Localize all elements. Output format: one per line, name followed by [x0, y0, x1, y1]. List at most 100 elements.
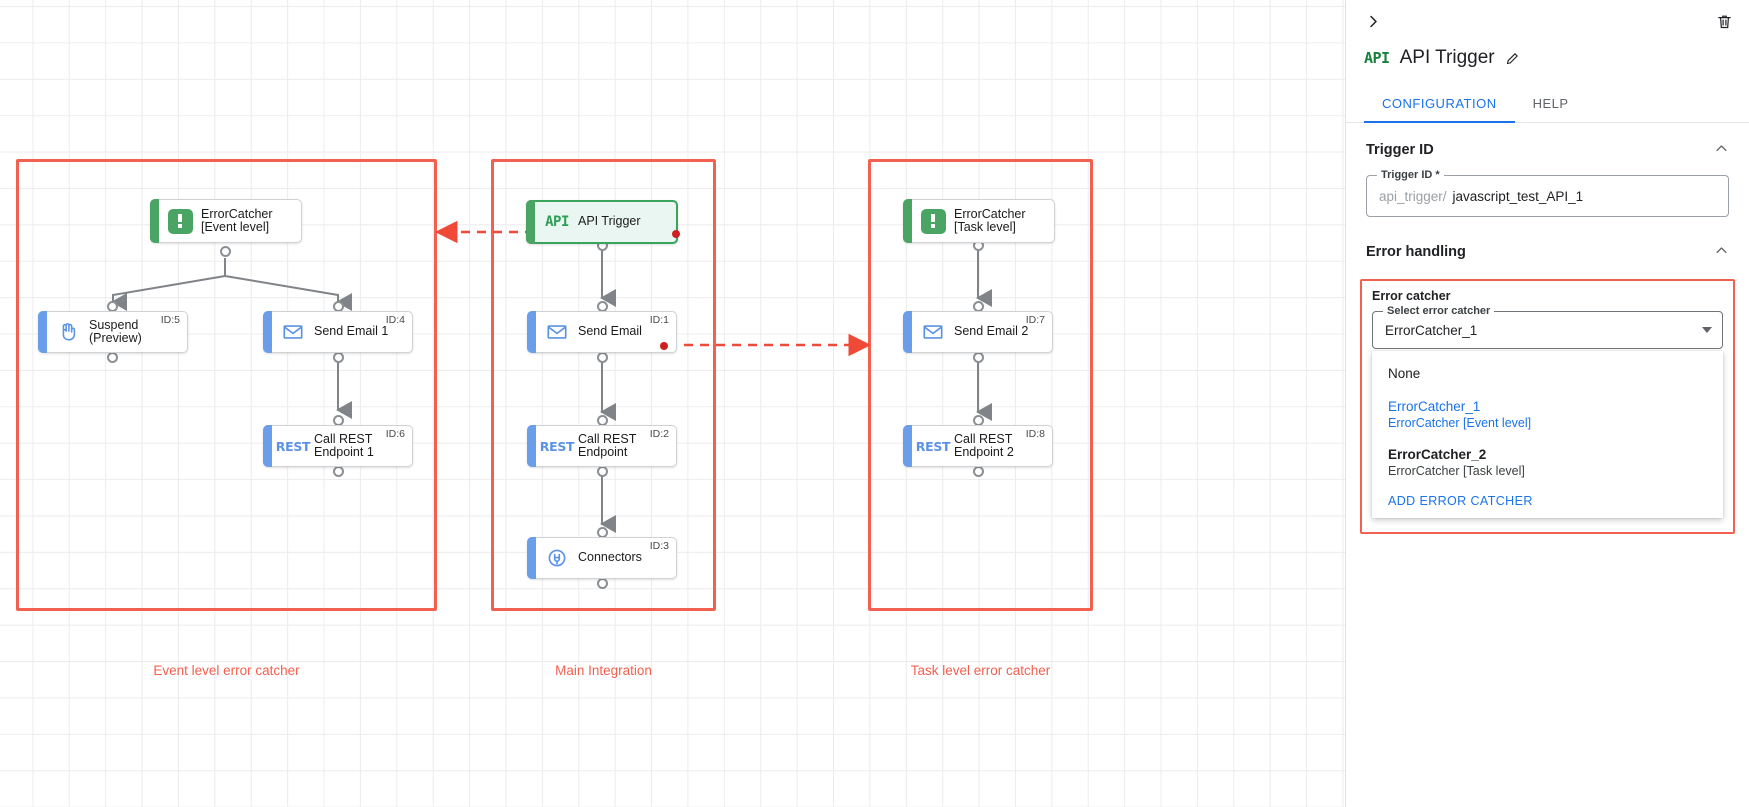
node-label: API Trigger [578, 214, 641, 229]
node-send-email-1[interactable]: Send Email 1 ID:4 [263, 311, 413, 353]
node-id: ID:1 [649, 314, 669, 326]
node-accent-bar [903, 199, 912, 243]
dropdown-option-label: ErrorCatcher_1 [1388, 399, 1481, 414]
error-catcher-label: Error catcher [1372, 289, 1451, 303]
node-call-rest[interactable]: REST Call REST Endpoint ID:2 [527, 425, 677, 467]
port-out-send-email-2[interactable] [973, 352, 984, 363]
node-label: ErrorCatcher [Task level] [954, 206, 1026, 234]
node-label: Call REST Endpoint [578, 431, 637, 459]
node-accent-bar [526, 200, 535, 244]
node-id: ID:3 [649, 540, 669, 552]
port-out-call-rest-2[interactable] [973, 466, 984, 477]
port-out-call-rest-1[interactable] [333, 466, 344, 477]
group-label-task-level: Task level error catcher [910, 663, 1051, 678]
envelope-icon [540, 321, 574, 343]
select-error-catcher[interactable]: Select error catcher ErrorCatcher_1 [1372, 305, 1723, 349]
trigger-id-field[interactable]: Trigger ID * api_trigger/ javascript_tes… [1366, 169, 1729, 217]
port-out-send-email[interactable] [597, 352, 608, 363]
tab-help[interactable]: HELP [1532, 96, 1569, 111]
node-accent-bar [527, 311, 536, 353]
node-call-rest-2[interactable]: REST Call REST Endpoint 2 ID:8 [903, 425, 1053, 467]
envelope-icon [276, 321, 310, 343]
api-icon: API [1364, 49, 1390, 67]
group-box-main-integration[interactable] [491, 159, 716, 611]
port-out-error-catcher-event[interactable] [220, 246, 231, 257]
node-accent-bar [527, 425, 536, 467]
chevron-right-icon[interactable] [1360, 8, 1386, 34]
section-title: Error handling [1366, 244, 1466, 260]
group-label-main-integration: Main Integration [555, 663, 652, 678]
chevron-up-icon[interactable] [1714, 141, 1729, 159]
trigger-id-field-wrap: Trigger ID * api_trigger/ javascript_tes… [1346, 169, 1749, 217]
error-indicator-dot [672, 230, 680, 238]
chevron-down-icon[interactable] [1702, 327, 1712, 333]
node-api-trigger[interactable]: API API Trigger [526, 200, 680, 244]
node-id: ID:6 [385, 428, 405, 440]
port-out-suspend[interactable] [107, 352, 118, 363]
node-error-catcher-task[interactable]: ErrorCatcher [Task level] [903, 199, 1055, 243]
node-accent-bar [903, 311, 912, 353]
port-out-connectors[interactable] [597, 578, 608, 589]
port-out-send-email-1[interactable] [333, 352, 344, 363]
node-label: Suspend (Preview) [89, 317, 142, 345]
node-accent-bar [38, 311, 47, 353]
rest-icon: REST [275, 438, 311, 454]
dropdown-option-label: ErrorCatcher_2 [1388, 447, 1487, 462]
workflow-canvas[interactable]: Event level error catcher Main Integrati… [0, 0, 1345, 807]
node-id: ID:5 [160, 314, 180, 326]
tab-configuration[interactable]: CONFIGURATION [1364, 88, 1515, 123]
node-connectors[interactable]: Connectors ID:3 [527, 537, 677, 579]
chevron-up-icon[interactable] [1714, 243, 1729, 261]
panel-topbar [1346, 0, 1749, 40]
dropdown-option-label: None [1388, 366, 1421, 381]
trigger-id-prefix: api_trigger/ [1379, 188, 1447, 204]
node-accent-bar [263, 311, 272, 353]
suspend-hand-icon [51, 321, 85, 343]
node-send-email-2[interactable]: Send Email 2 ID:7 [903, 311, 1053, 353]
pencil-icon[interactable] [1505, 51, 1520, 66]
node-label: ErrorCatcher [Event level] [201, 206, 273, 234]
node-label: Call REST Endpoint 2 [954, 431, 1014, 459]
node-send-email[interactable]: Send Email ID:1 [527, 311, 677, 353]
dropdown-option-errorcatcher-2[interactable]: ErrorCatcher_2 ErrorCatcher [Task level] [1372, 438, 1723, 486]
node-label: Send Email 1 [314, 324, 389, 339]
group-box-task-level[interactable] [868, 159, 1093, 611]
panel-tabs: CONFIGURATION HELP [1346, 88, 1749, 123]
select-error-catcher-label: Select error catcher [1383, 305, 1495, 317]
dropdown-option-sublabel: ErrorCatcher [Event level] [1388, 416, 1532, 430]
group-box-event-level[interactable] [16, 159, 437, 611]
api-icon: API [545, 214, 569, 230]
dropdown-option-none[interactable]: None [1372, 359, 1723, 388]
node-id: ID:4 [385, 314, 405, 326]
trigger-id-input[interactable]: javascript_test_API_1 [1452, 188, 1584, 204]
dropdown-option-sublabel: ErrorCatcher [Task level] [1388, 464, 1525, 478]
node-call-rest-1[interactable]: REST Call REST Endpoint 1 ID:6 [263, 425, 413, 467]
section-header-error-handling[interactable]: Error handling [1346, 217, 1749, 271]
connectors-icon [540, 547, 574, 569]
section-header-trigger-id[interactable]: Trigger ID [1346, 123, 1749, 169]
envelope-icon [916, 321, 950, 343]
node-error-catcher-event[interactable]: ErrorCatcher [Event level] [150, 199, 302, 243]
page-title: API Trigger [1399, 47, 1495, 68]
node-accent-bar [527, 537, 536, 579]
node-id: ID:8 [1025, 428, 1045, 440]
node-accent-bar [150, 199, 159, 243]
error-catcher-icon [163, 208, 197, 234]
error-catcher-icon [916, 208, 950, 234]
dropdown-option-errorcatcher-1[interactable]: ErrorCatcher_1 ErrorCatcher [Event level… [1372, 388, 1723, 438]
node-accent-bar [903, 425, 912, 467]
port-out-call-rest[interactable] [597, 466, 608, 477]
error-indicator-dot [660, 342, 668, 350]
trigger-id-field-label: Trigger ID * [1377, 169, 1444, 181]
rest-icon: REST [539, 438, 575, 454]
node-suspend[interactable]: Suspend (Preview) ID:5 [38, 311, 188, 353]
trash-icon[interactable] [1711, 8, 1737, 34]
error-catcher-dropdown[interactable]: None ErrorCatcher_1 ErrorCatcher [Event … [1372, 351, 1723, 518]
node-accent-bar [263, 425, 272, 467]
add-error-catcher-button[interactable]: ADD ERROR CATCHER [1388, 494, 1533, 508]
node-id: ID:7 [1025, 314, 1045, 326]
select-error-catcher-value: ErrorCatcher_1 [1385, 322, 1478, 338]
node-label: Send Email 2 [954, 324, 1029, 339]
node-label: Connectors [578, 550, 642, 565]
